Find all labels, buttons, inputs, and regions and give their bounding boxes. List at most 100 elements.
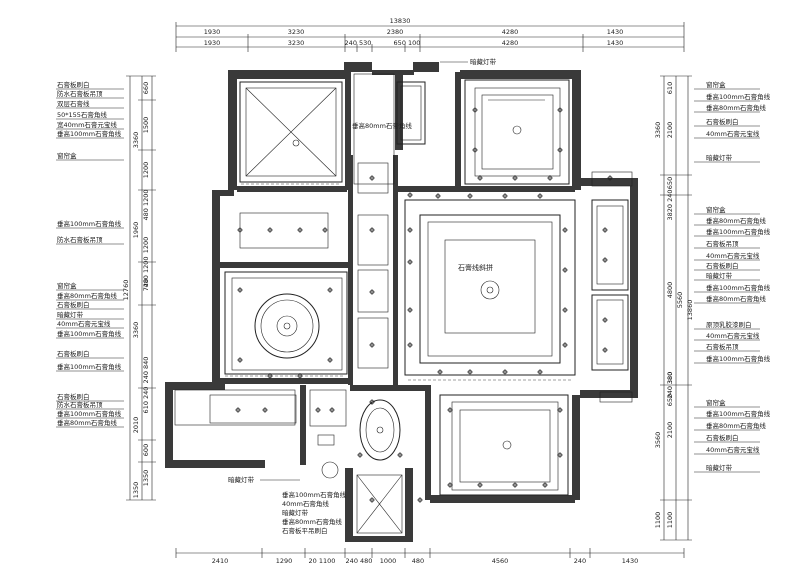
- left-annotation: 窗帘盒: [57, 151, 77, 160]
- downlight-icon: [467, 369, 473, 375]
- bottom-dim-value: 1000: [380, 557, 397, 565]
- downlight-icon: [369, 399, 375, 405]
- dim-top1-4: 1430: [607, 28, 624, 36]
- light-fixtures: [235, 107, 613, 503]
- bottom-dim-value: 240 480: [346, 557, 373, 565]
- left-dim-value: 480 1200: [142, 256, 150, 287]
- downlight-icon: [235, 407, 241, 413]
- left-dim-value: 1200: [142, 237, 150, 254]
- right-sub-label: 5560: [676, 292, 684, 309]
- bottom-dim-value: 1290: [276, 557, 293, 565]
- bottom-concealed-light-label: 暗藏灯带: [228, 475, 255, 484]
- right-annotation: 原顶乳胶漆刷白: [706, 320, 752, 329]
- right-annotation: 40mm石膏元宝线: [706, 251, 760, 260]
- downlight-icon: [537, 193, 543, 199]
- right-dim-value: 2100: [666, 422, 674, 439]
- left-dim-value: 480 1200: [142, 189, 150, 220]
- left-annotation: 垂高100mm石膏角线: [57, 409, 122, 418]
- dim-top2-1: 3230: [288, 39, 305, 47]
- downlight-icon: [407, 307, 413, 313]
- right-annotations: 窗帘盒垂高100mm石膏角线垂高80mm石膏角线石膏板刷白40mm石膏元宝线暗藏…: [694, 80, 771, 473]
- left-annotation: 石膏板刷白: [57, 80, 90, 89]
- downlight-icon: [502, 193, 508, 199]
- left-annotation: 垂高100mm石膏角线: [57, 362, 122, 371]
- downlight-icon: [407, 342, 413, 348]
- downlight-icon: [467, 193, 473, 199]
- downlight-icon: [329, 407, 335, 413]
- right-annotation: 40mm石膏元宝线: [706, 331, 760, 340]
- room-bottom-right: [439, 394, 569, 496]
- downlight-icon: [435, 193, 441, 199]
- bottom-annotation: 暗藏灯带: [282, 508, 309, 517]
- left-dim-value: 1350: [142, 470, 150, 487]
- dim-top2-5: 1430: [607, 39, 624, 47]
- bottom-dim-value: 20 1100: [309, 557, 336, 565]
- downlight-icon: [237, 287, 243, 293]
- downlight-icon: [477, 175, 483, 181]
- left-annotation: 垂高80mm石膏角线: [57, 291, 117, 300]
- right-dim-value: 650: [666, 177, 674, 189]
- downlight-icon: [557, 147, 563, 153]
- right-annotation: 窗帘盒: [706, 205, 726, 214]
- downlight-icon: [512, 482, 518, 488]
- downlight-icon: [557, 407, 563, 413]
- downlight-icon: [369, 175, 375, 181]
- left-dim-value: 2010: [132, 417, 140, 434]
- downlight-icon: [472, 147, 478, 153]
- right-dim-value: 2100: [666, 122, 674, 139]
- left-annotation: 垂高100mm石膏角线: [57, 329, 122, 338]
- downlight-icon: [369, 289, 375, 295]
- right-annotation: 窗帘盒: [706, 398, 726, 407]
- downlight-icon: [437, 369, 443, 375]
- overall-height-label: 12760: [122, 280, 130, 301]
- left-annotation: 宽40mm石膏元宝线: [57, 120, 117, 129]
- downlight-icon: [557, 107, 563, 113]
- downlight-icon: [237, 227, 243, 233]
- left-annotation: 垂高100mm石膏角线: [57, 219, 122, 228]
- right-annotation: 垂高80mm石膏角线: [706, 216, 766, 225]
- downlight-icon: [472, 107, 478, 113]
- bottom-small-room: [317, 434, 403, 534]
- downlight-icon: [315, 407, 321, 413]
- downlight-icon: [562, 267, 568, 273]
- bathroom: [174, 389, 401, 461]
- right-annotation: 石膏板吊顶: [706, 342, 739, 351]
- right-dim-value: 3560: [654, 432, 662, 449]
- downlight-icon: [557, 452, 563, 458]
- right-annotation: 垂高100mm石膏角线: [706, 283, 771, 292]
- downlight-icon: [262, 407, 268, 413]
- right-annotation: 垂高100mm石膏角线: [706, 92, 771, 101]
- downlight-icon: [447, 407, 453, 413]
- downlight-icon: [407, 227, 413, 233]
- downlight-icon: [369, 497, 375, 503]
- living-center-label: 石膏线斜拼: [458, 263, 493, 272]
- left-dim-value: 1500: [142, 117, 150, 134]
- left-annotation: 40mm石膏元宝线: [57, 319, 111, 328]
- left-annotation: 防水石膏板吊顶: [57, 89, 103, 98]
- left-dim-value: 720: [142, 279, 150, 291]
- downlight-icon: [602, 317, 608, 323]
- downlight-icon: [562, 342, 568, 348]
- room-top-center-shaft: 垂高80mm石膏角线: [352, 73, 426, 185]
- right-dim-value: 3360: [654, 122, 662, 139]
- downlight-icon: [369, 227, 375, 233]
- dim-top2-0: 1930: [204, 39, 221, 47]
- dim-top1-2: 2380: [387, 28, 404, 36]
- left-dim-value: 240 840: [142, 357, 150, 384]
- left-dim-value: 610 240: [142, 387, 150, 414]
- downlight-icon: [602, 347, 608, 353]
- dining-room: [224, 271, 348, 375]
- downlight-icon: [562, 227, 568, 233]
- left-annotation: 暗藏灯带: [57, 310, 84, 319]
- right-annotation: 暗藏灯带: [706, 463, 733, 472]
- right-dim-value: 4800: [666, 282, 674, 299]
- downlight-icon: [407, 259, 413, 265]
- right-annotation: 垂高80mm石膏角线: [706, 421, 766, 430]
- bottom-dim-value: 240: [574, 557, 586, 565]
- downlight-icon: [502, 369, 508, 375]
- left-dim-value: 3360: [132, 132, 140, 149]
